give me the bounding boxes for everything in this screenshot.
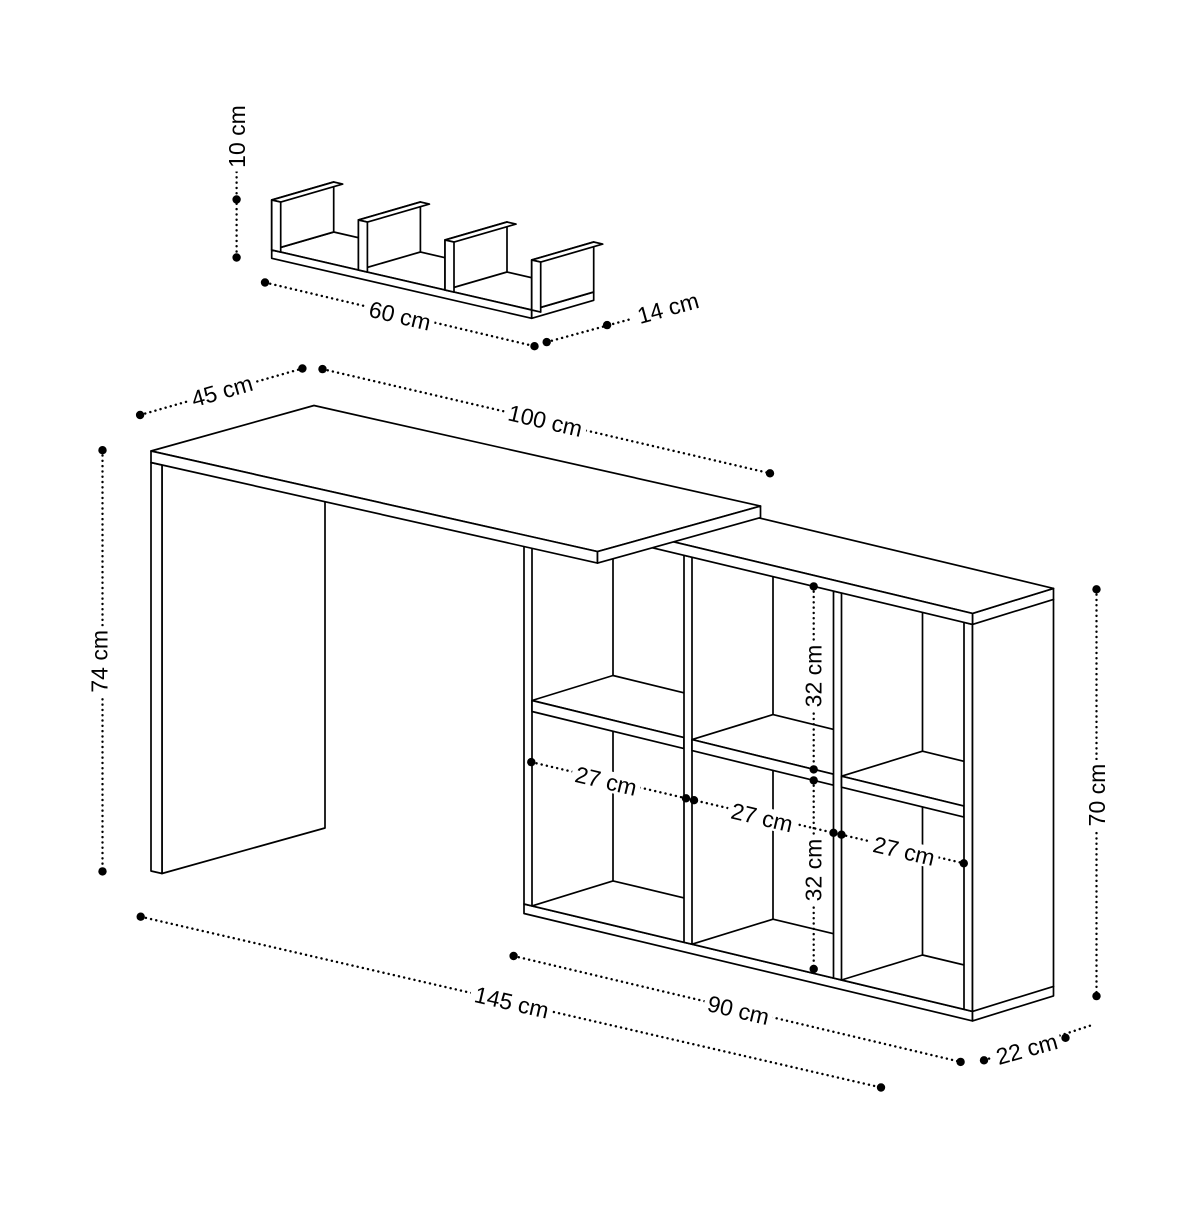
svg-text:10 cm: 10 cm bbox=[224, 105, 250, 168]
svg-text:32 cm: 32 cm bbox=[801, 645, 827, 708]
svg-text:74 cm: 74 cm bbox=[86, 630, 112, 693]
svg-text:70 cm: 70 cm bbox=[1084, 764, 1110, 827]
svg-text:32 cm: 32 cm bbox=[801, 839, 827, 902]
